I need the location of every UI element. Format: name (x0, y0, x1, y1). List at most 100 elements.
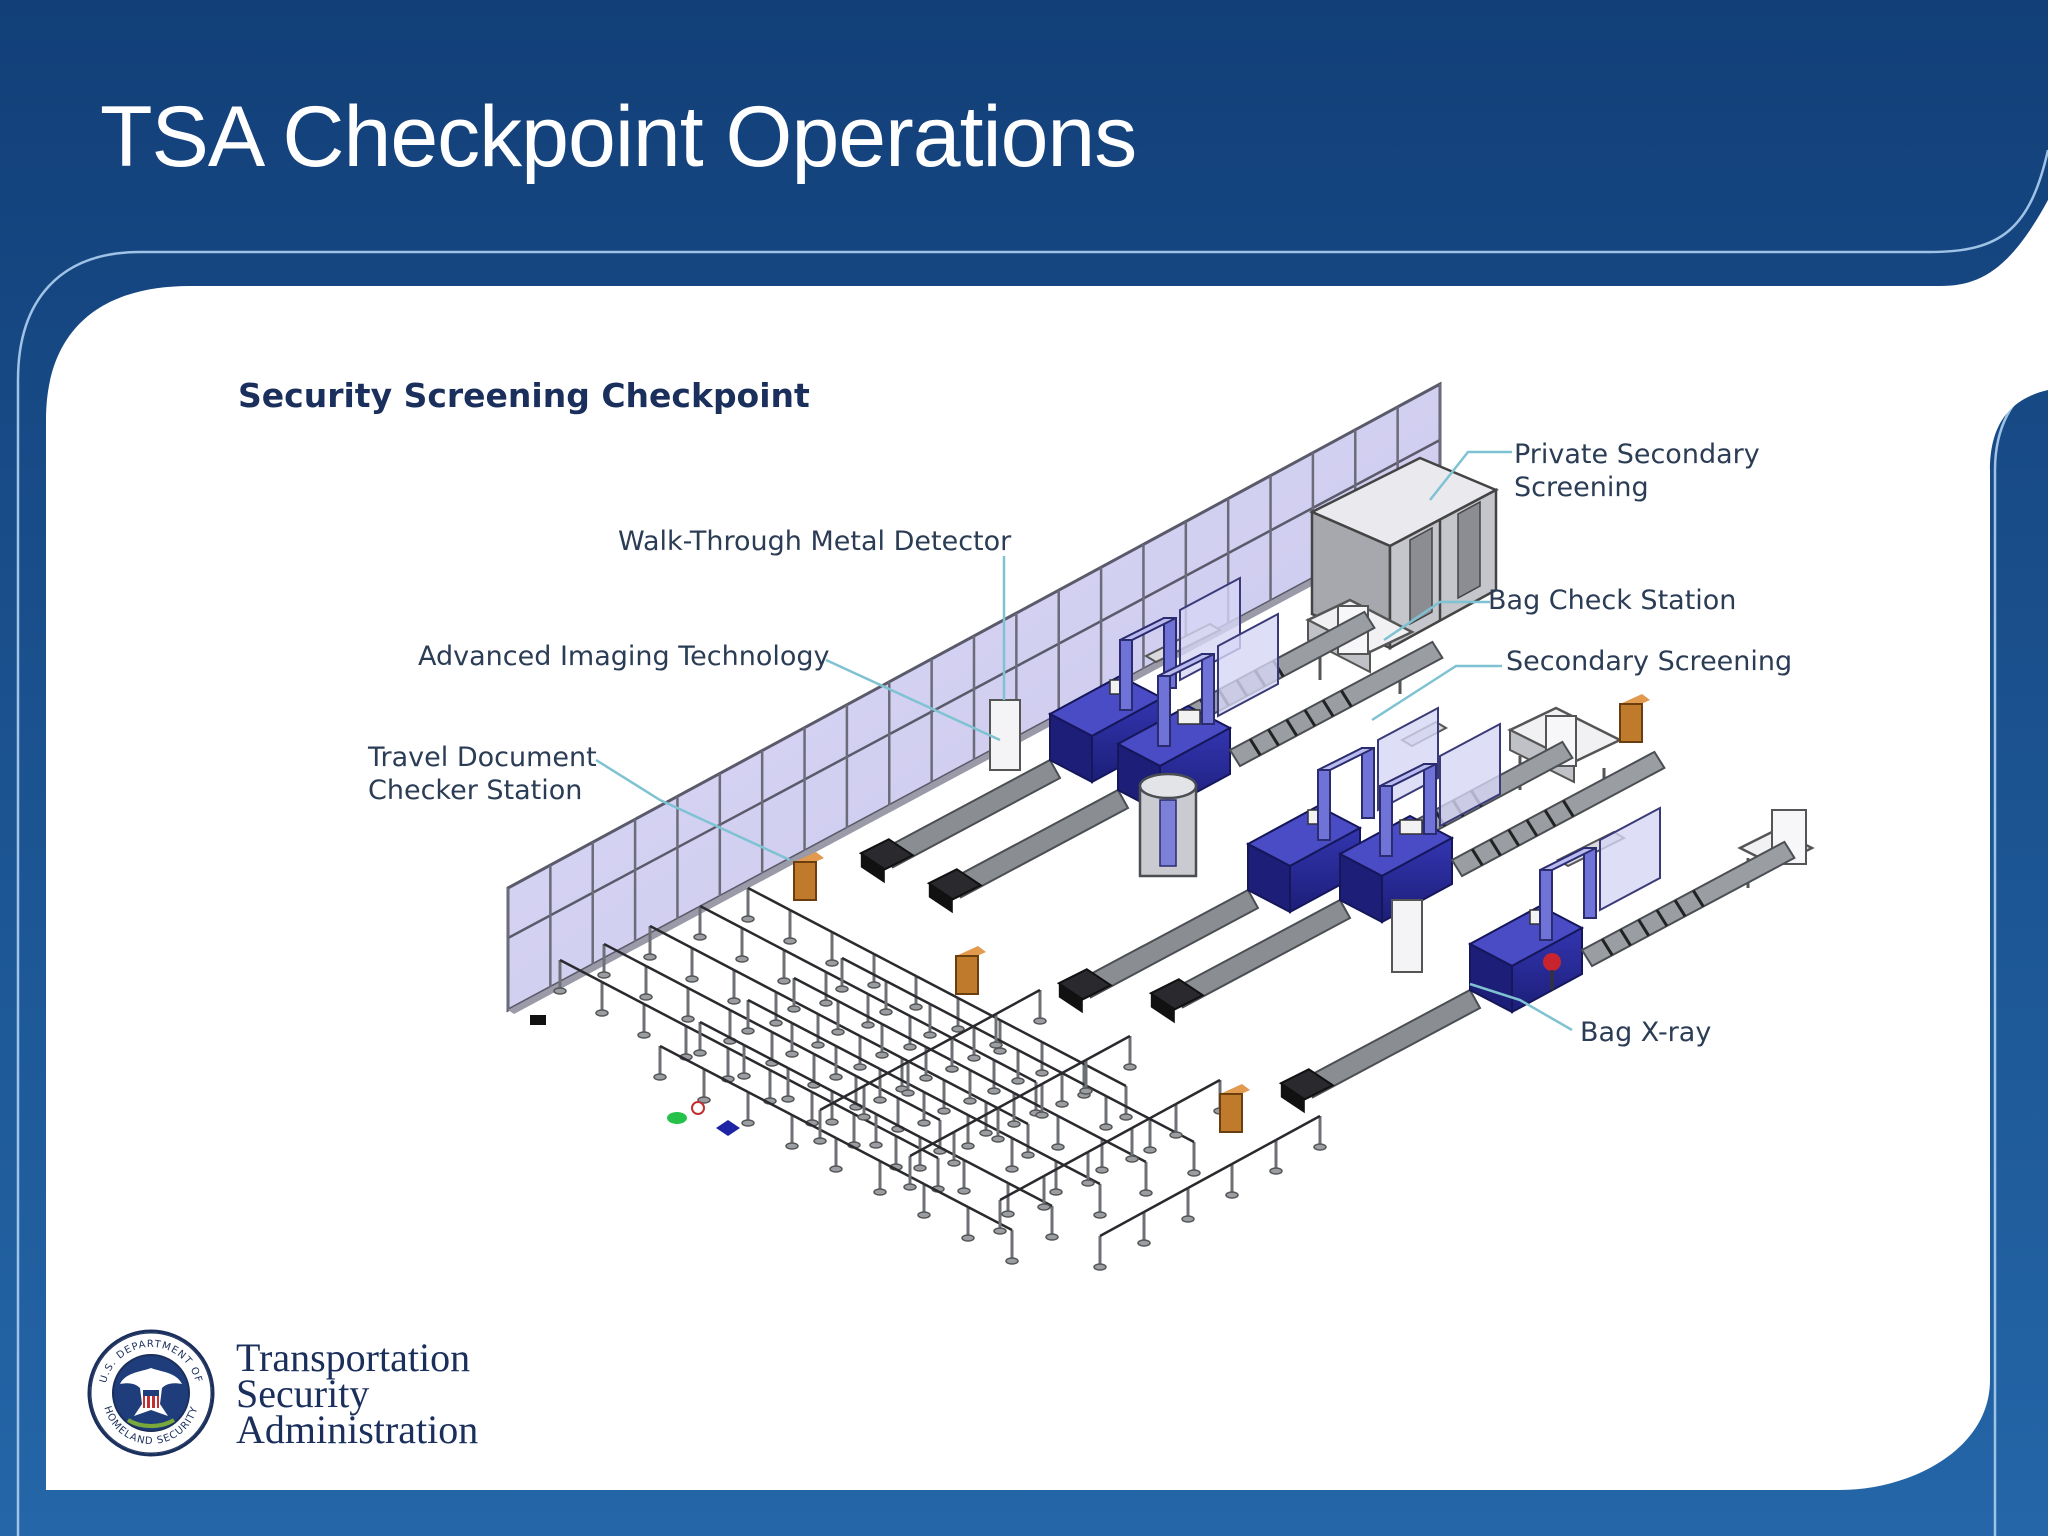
stanchion-base (685, 975, 699, 983)
stanchion-belt (783, 948, 827, 974)
stanchion-belt (747, 998, 793, 1025)
stanchion-base (741, 1119, 755, 1127)
stanchion-belt (875, 1112, 921, 1139)
stanchion-base (777, 977, 791, 985)
metal-detector-post (1157, 675, 1171, 747)
stanchion-belt (867, 992, 911, 1018)
stanchion-belt (963, 1158, 1009, 1185)
stanchion-belt (1231, 1138, 1277, 1166)
stanchion-base (829, 1073, 843, 1081)
conveyor-roller (1600, 938, 1614, 956)
stanchion-belt (643, 1002, 687, 1028)
conveyor-roller (1637, 918, 1650, 937)
stanchion-belt (787, 1066, 833, 1093)
stanchion-belt (1175, 1078, 1221, 1106)
stanchion-base (1137, 1239, 1151, 1247)
conveyor-roller (1655, 909, 1669, 927)
stanchion-base (879, 1008, 893, 1016)
stanchion-belt (1101, 1137, 1147, 1164)
stanchion-belt (969, 1068, 1015, 1095)
diagram-title: Security Screening Checkpoint (238, 376, 810, 415)
stanchion-base (787, 1005, 801, 1013)
stanchion-base (769, 1019, 783, 1027)
stanchion-belt (1011, 1136, 1057, 1163)
callout-walk-through-metal-detector: Walk-Through Metal Detector (618, 526, 1012, 557)
stanchion-belt (837, 999, 883, 1026)
stanchion-base (825, 1118, 839, 1126)
stanchion-base (737, 1072, 751, 1080)
stanchion-belt (687, 986, 731, 1012)
stanchion-belt (1083, 1062, 1127, 1088)
stanchion-base (1143, 1146, 1157, 1154)
callout-advanced-imaging-technology: Advanced Imaging Technology (418, 641, 830, 672)
stanchion-base (857, 1113, 871, 1121)
stanchion-base (1187, 1169, 1201, 1177)
conveyor-roller (1619, 928, 1632, 947)
conveyor-load-end-side (860, 853, 885, 884)
stanchion-belt (999, 1018, 1043, 1044)
stanchion-belt (835, 1044, 881, 1071)
ait-scanner (989, 699, 1561, 990)
stanchion-base (1033, 1017, 1047, 1025)
stanchion-base (951, 1025, 965, 1033)
lane-glass-panel (1217, 612, 1279, 718)
stanchion-belt (559, 958, 603, 984)
org-name-line3: Administration (236, 1407, 479, 1452)
callout-private-secondary-screening: Private Secondary Screening (1514, 438, 1760, 504)
stanchion-base (945, 1065, 959, 1073)
stanchion-belt (1041, 1040, 1085, 1066)
stanchion-base (967, 1054, 981, 1062)
conveyor-roller (1285, 718, 1298, 737)
stanchion-belt (699, 1020, 745, 1047)
callout-travel-document-line2: Checker Station (368, 775, 583, 806)
stanchion-belt (995, 988, 1041, 1016)
stanchion-base (1093, 1211, 1107, 1219)
metal-detector-post (1361, 747, 1375, 819)
metal-detector-top (1317, 747, 1375, 771)
metal-detector-post (1317, 769, 1331, 841)
stanchion-base (1095, 1166, 1109, 1174)
stanchion-belt (1061, 1071, 1107, 1098)
stanchion-belt (897, 1096, 941, 1122)
stanchion-base (1001, 1210, 1015, 1218)
conveyor-roller (1507, 828, 1520, 847)
stanchion-belt (923, 1182, 969, 1209)
stanchion-base (595, 1009, 609, 1017)
stanchion-base (861, 1021, 875, 1029)
stanchion-belt (1149, 1117, 1195, 1144)
ait-cabinet (989, 699, 1021, 771)
xray-monitor (1399, 819, 1423, 835)
ait-cabinet (1391, 899, 1423, 973)
callout-secondary-screening: Secondary Screening (1506, 646, 1793, 677)
stanchion-base (1269, 1167, 1283, 1175)
stanchion-belt (747, 1090, 793, 1117)
stanchion-belt (929, 1002, 975, 1029)
travel-document-podiums (793, 694, 1650, 1133)
metal-detector-post (1539, 869, 1553, 941)
org-name-line1: Transportation (236, 1335, 471, 1380)
stanchion-belt (769, 1068, 813, 1094)
stanchion-base (681, 1015, 695, 1023)
stanchion-base (1139, 1189, 1153, 1197)
stanchion-base (597, 971, 611, 979)
metal-detector-post (1201, 653, 1215, 725)
slide-title: TSA Checkpoint Operations (100, 89, 1137, 185)
stanchion-belt (1187, 1162, 1233, 1190)
stanchion-belt (855, 1074, 899, 1100)
conveyor-roller (1321, 699, 1335, 718)
stanchion-belt (1099, 1210, 1145, 1238)
stanchion-base (835, 985, 849, 993)
stanchion-base (1093, 1263, 1107, 1271)
stanchion-base (1007, 1120, 1021, 1128)
stanchion-belt (993, 1058, 1037, 1084)
callout-travel-document-line1: Travel Document (368, 742, 597, 773)
stanchion-base (741, 1027, 755, 1035)
stanchion-belt (915, 974, 959, 1000)
stanchion-base (987, 1087, 1001, 1095)
metal-detector-post (1583, 847, 1597, 919)
stanchion-belt (685, 1024, 729, 1050)
stanchion-base (741, 915, 755, 923)
stanchion-base (1055, 1100, 1069, 1108)
stanchion-belt (819, 1084, 865, 1112)
stanchion-belt (879, 1159, 925, 1186)
